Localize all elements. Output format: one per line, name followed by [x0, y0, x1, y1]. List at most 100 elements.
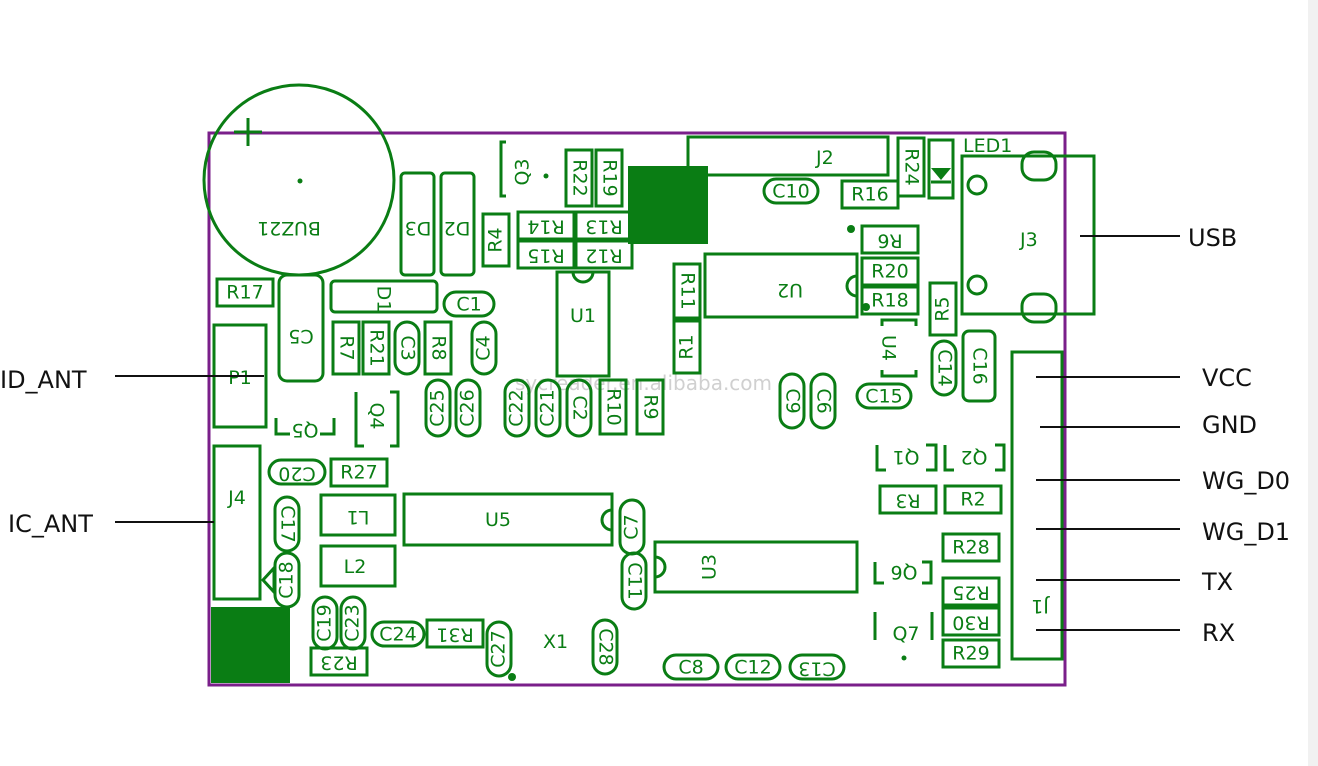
svg-text:R27: R27 [340, 462, 377, 484]
label-buz1: BUZ21 [257, 217, 321, 239]
resistor-r15: R15 [516, 239, 576, 270]
capacitor-c20: C20 [267, 458, 327, 486]
ic-u3: U3 [653, 540, 859, 594]
capacitor-c1: C1 [442, 290, 496, 318]
capacitor-c15: C15 [855, 382, 913, 410]
label-u5: U5 [485, 509, 511, 531]
label-q7: Q7 [892, 623, 919, 645]
svg-text:R24: R24 [901, 148, 923, 185]
resistor-r3: R3 [878, 484, 938, 515]
svg-text:C8: C8 [678, 657, 703, 679]
ic-u1: U1 [555, 270, 611, 378]
label-j4: J4 [227, 487, 246, 509]
label-d1: D1 [373, 286, 395, 313]
capacitor-c4: C4 [470, 320, 498, 376]
svg-text:C9: C9 [782, 388, 804, 413]
resistor-r7: R7 [331, 320, 361, 376]
svg-text:C7: C7 [621, 514, 643, 539]
resistor-r21: R21 [361, 320, 391, 376]
ic-u5: U5 [402, 492, 614, 547]
resistor-r29: R29 [941, 638, 1001, 669]
svg-text:C24: C24 [379, 624, 416, 646]
capacitor-c25: C25 [424, 378, 452, 438]
label-id-ant: ID_ANT [0, 366, 87, 394]
svg-text:C6: C6 [813, 388, 835, 413]
svg-text:R6: R6 [877, 230, 902, 252]
resistor-r14: R14 [516, 210, 576, 241]
capacitor-c2: C2 [565, 378, 593, 438]
j4-pin1-marker [260, 564, 276, 596]
capacitor-c12: C12 [724, 653, 782, 681]
capacitor-c18: C18 [273, 551, 301, 609]
svg-text:C28: C28 [595, 628, 617, 665]
capacitor-c9: C9 [778, 372, 806, 430]
board-outline [207, 131, 1067, 687]
svg-text:C27: C27 [488, 630, 510, 667]
resistor-r24: R24 [896, 136, 926, 198]
label-q6: Q6 [890, 561, 917, 583]
label-l1: L1 [347, 506, 370, 528]
label-q1: Q1 [892, 446, 919, 468]
svg-text:R31: R31 [436, 624, 473, 646]
resistor-r30: R30 [941, 606, 1001, 637]
svg-text:R3: R3 [895, 490, 920, 512]
inductor-l2 [319, 544, 397, 588]
svg-text:R1: R1 [676, 334, 698, 359]
svg-text:C2: C2 [569, 395, 591, 420]
resistor-r16: R16 [840, 179, 900, 210]
transistor-q1: Q1 [875, 443, 938, 472]
diode-d3 [399, 171, 436, 277]
label-q3: Q3 [512, 158, 534, 185]
capacitor-c5 [277, 273, 325, 383]
svg-text:R10: R10 [603, 388, 625, 425]
label-p1: P1 [228, 367, 252, 389]
svg-text:C26: C26 [457, 389, 479, 426]
label-wg-d0: WG_D0 [1202, 467, 1290, 495]
svg-text:R18: R18 [871, 290, 908, 312]
svg-text:R15: R15 [527, 245, 564, 267]
svg-text:C3: C3 [397, 335, 419, 360]
connector-j1 [1010, 350, 1064, 661]
transistor-q2: Q2 [943, 443, 1006, 472]
diode-d1 [329, 279, 439, 314]
svg-text:R20: R20 [871, 261, 908, 283]
resistor-r25: R25 [941, 576, 1001, 607]
pad-top-center [628, 166, 708, 244]
led-led1: LED1 [927, 135, 1012, 200]
svg-text:R8: R8 [428, 335, 450, 360]
resistor-r5: R5 [928, 281, 958, 337]
label-u3: U3 [699, 554, 721, 580]
resistor-r31: R31 [425, 618, 485, 649]
svg-text:C21: C21 [537, 389, 559, 426]
resistor-r18: R18 [860, 285, 920, 316]
label-ic-ant: IC_ANT [8, 510, 93, 538]
label-gnd: GND [1202, 411, 1257, 439]
label-q2: Q2 [960, 446, 987, 468]
capacitor-c6: C6 [809, 372, 837, 430]
svg-text:C10: C10 [772, 181, 809, 203]
label-d3: D3 [405, 217, 432, 239]
resistor-r20: R20 [860, 256, 920, 287]
capacitor-c23: C23 [339, 595, 367, 651]
connector-j2 [686, 135, 890, 177]
label-x1: X1 [543, 631, 568, 653]
resistor-r8: R8 [423, 320, 453, 376]
svg-text:C18: C18 [276, 561, 298, 598]
label-led1: LED1 [963, 135, 1012, 157]
capacitor-c22: C22 [503, 378, 531, 438]
vertical-scrollbar[interactable] [1308, 0, 1318, 766]
resistor-r6: R6 [860, 224, 920, 255]
inductor-l1 [319, 493, 397, 537]
svg-text:R25: R25 [952, 582, 989, 604]
resistor-r11: R11 [672, 262, 702, 320]
svg-text:C23: C23 [342, 604, 364, 641]
capacitor-c13: C13 [788, 653, 846, 681]
label-usb: USB [1188, 224, 1237, 252]
label-l2: L2 [344, 556, 367, 578]
label-j2: J2 [815, 147, 834, 169]
transistor-q7: Q7 [873, 612, 934, 661]
transistor-q3: Q3 [499, 140, 549, 198]
svg-text:R7: R7 [336, 335, 358, 360]
svg-text:R22: R22 [569, 159, 591, 196]
